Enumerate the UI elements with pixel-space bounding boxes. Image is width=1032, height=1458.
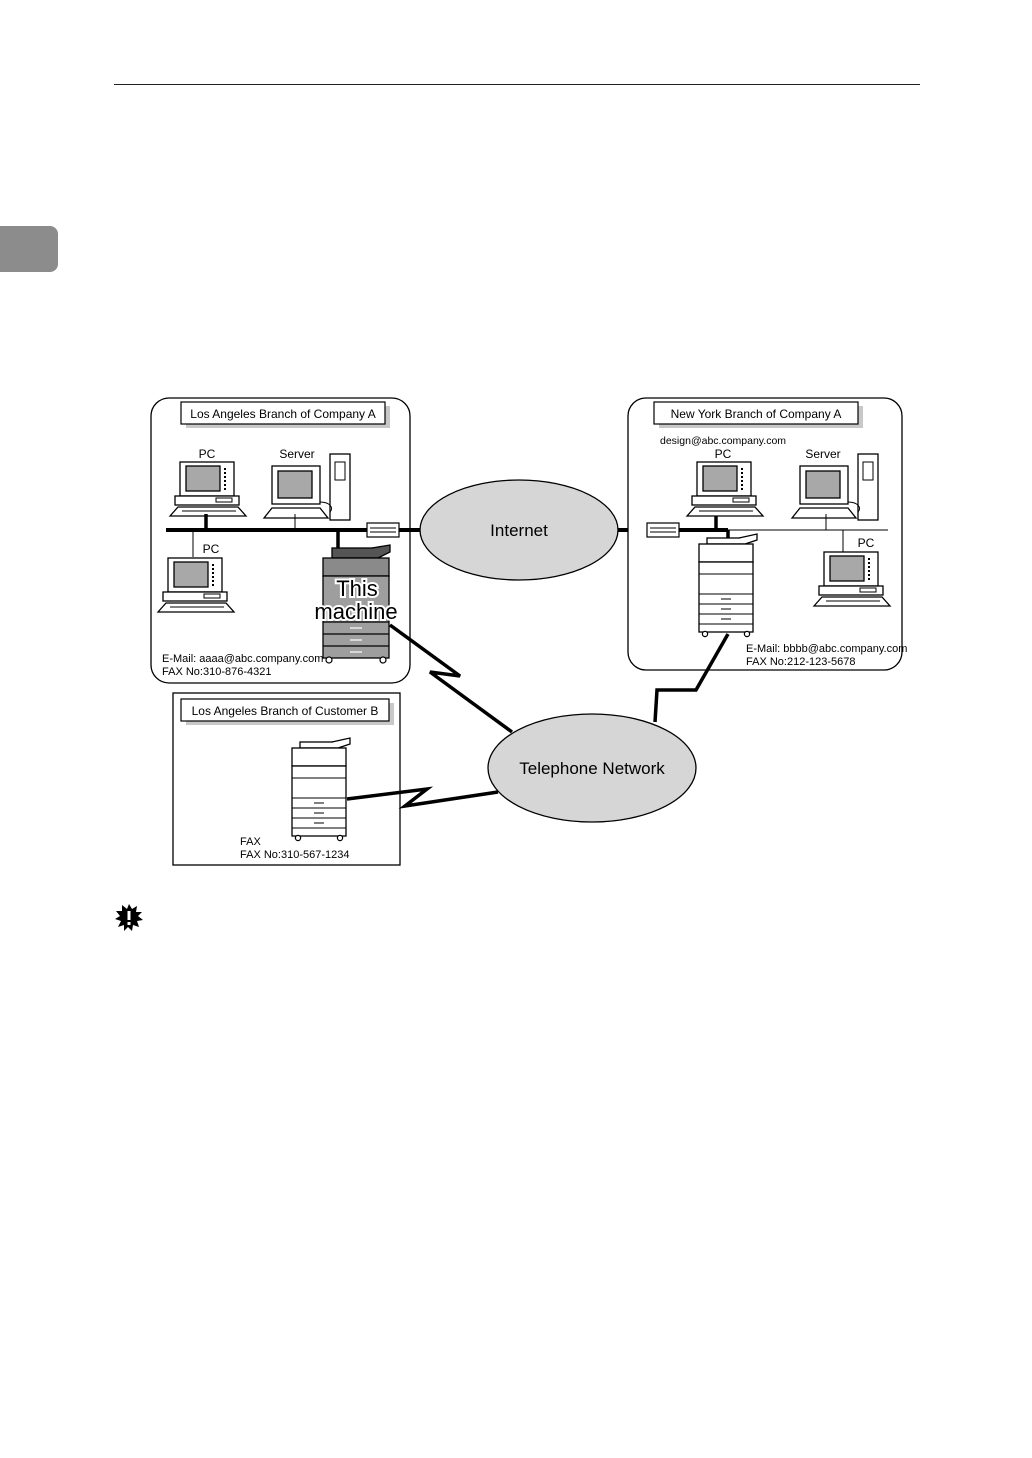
ny-pc1-label: PC xyxy=(715,447,732,461)
internet-label: Internet xyxy=(490,521,548,540)
ny-email: E-Mail: bbbb@abc.company.com xyxy=(746,643,907,655)
ny-company-a-title: New York Branch of Company A xyxy=(671,407,842,421)
internet-cloud: Internet xyxy=(419,479,619,581)
la-fax-number: FAX No:310-876-4321 xyxy=(162,666,271,678)
ny-design-email: design@abc.company.com xyxy=(660,435,786,447)
la-customer-b-branch: Los Angeles Branch of Customer B FAX FAX… xyxy=(172,692,401,866)
la-company-a-branch: Los Angeles Branch of Company A PC Serve… xyxy=(150,397,422,684)
ny-server-label: Server xyxy=(805,447,840,461)
telephone-network-label: Telephone Network xyxy=(519,759,665,778)
la-pc1-label: PC xyxy=(199,447,216,461)
ny-pc2-icon xyxy=(813,551,891,607)
ny-company-a-branch: New York Branch of Company A design@abc.… xyxy=(627,397,907,671)
customer-b-fax-machine-icon xyxy=(291,737,351,842)
telephone-lines xyxy=(346,623,730,809)
ny-fax-number: FAX No:212-123-5678 xyxy=(746,656,855,668)
telephone-network-cloud: Telephone Network xyxy=(487,713,697,823)
la-company-a-title: Los Angeles Branch of Company A xyxy=(190,407,375,421)
ny-router-icon xyxy=(646,522,680,538)
this-machine-label-line1: This xyxy=(336,576,378,601)
customer-b-fax-label: FAX xyxy=(240,836,261,848)
la-pc2-label: PC xyxy=(203,542,220,556)
la-pc1-icon xyxy=(169,461,247,517)
important-icon xyxy=(115,904,143,931)
ny-pc2-label: PC xyxy=(858,536,875,550)
this-machine-icon xyxy=(322,544,391,664)
la-email: E-Mail: aaaa@abc.company.com xyxy=(162,653,323,665)
ny-pc1-icon xyxy=(686,461,764,517)
top-rule xyxy=(114,84,920,85)
customer-b-fax-number: FAX No:310-567-1234 xyxy=(240,849,349,861)
chapter-tab xyxy=(0,226,58,272)
la-customer-b-title: Los Angeles Branch of Customer B xyxy=(192,704,379,718)
ny-copier-icon xyxy=(698,533,758,638)
la-server-label: Server xyxy=(279,447,314,461)
la-router-icon xyxy=(366,522,400,538)
la-pc2-icon xyxy=(157,557,235,613)
this-machine-label-line2: machine xyxy=(314,599,397,624)
